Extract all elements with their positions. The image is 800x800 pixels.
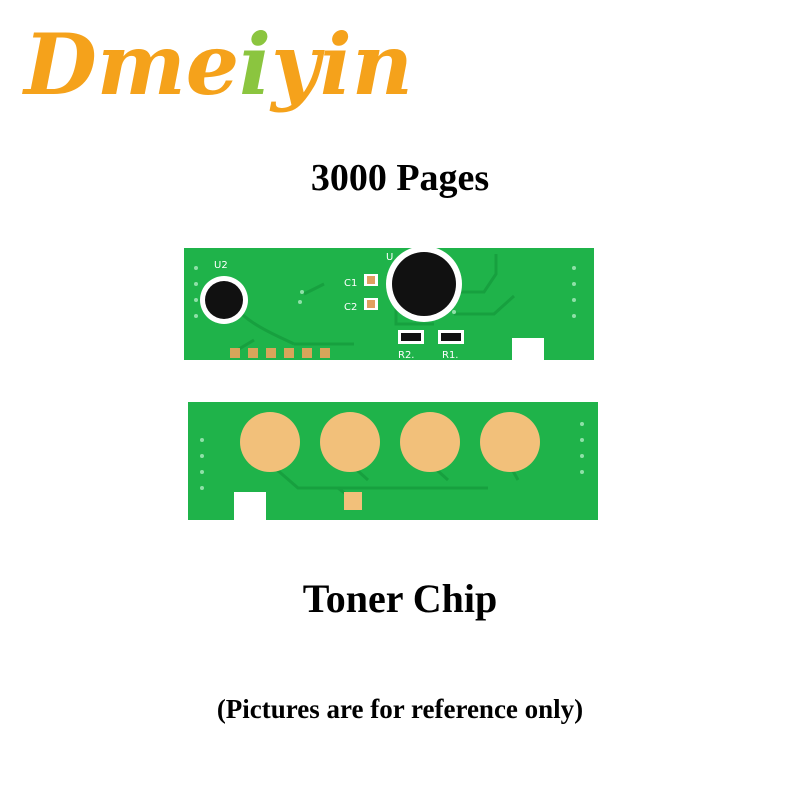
contact-pad-4 xyxy=(480,412,540,472)
logo-part-yin: yin xyxy=(269,15,413,114)
product-name: Toner Chip xyxy=(302,576,498,621)
svg-text:Dmeiyin: Dmeiyin xyxy=(22,15,413,114)
silk-r2: R2. xyxy=(398,350,415,361)
logo-part-i: i xyxy=(239,15,271,114)
chip-board-component-side: U2 U C1 C2 R2. R1. xyxy=(184,246,594,361)
silk-u: U xyxy=(386,252,393,263)
test-pad xyxy=(344,492,362,510)
contact-pad-2 xyxy=(320,412,380,472)
brand-logo: Dmeiyin xyxy=(22,15,413,114)
reference-note: (Pictures are for reference only) xyxy=(216,694,584,724)
pcb-top-body xyxy=(184,248,594,360)
silk-c2: C2 xyxy=(344,302,357,313)
logo-part-dme: Dme xyxy=(22,15,239,114)
silk-u2: U2 xyxy=(214,260,228,271)
page-yield-label: 3000 Pages xyxy=(310,157,490,199)
contact-pad-3 xyxy=(400,412,460,472)
chip-board-contact-side xyxy=(188,402,598,520)
silk-r1: R1. xyxy=(442,350,459,361)
pcb-top-vias xyxy=(194,266,576,318)
pcb-bottom-vias xyxy=(200,422,584,490)
silk-c1: C1 xyxy=(344,278,357,289)
contact-pad-1 xyxy=(240,412,300,472)
pcb-top-pads xyxy=(230,348,330,358)
